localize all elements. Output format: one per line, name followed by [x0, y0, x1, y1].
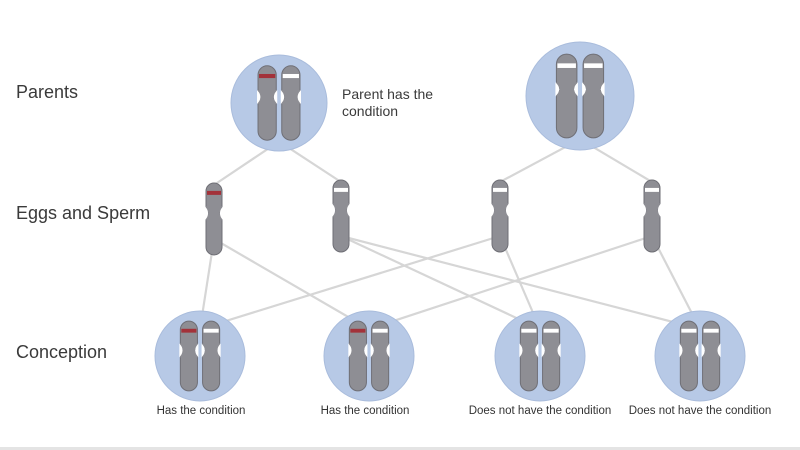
inheritance-link [368, 234, 653, 331]
cell-circle [230, 54, 328, 152]
normal-gene-band [681, 328, 697, 333]
row-label-eggs-and-sperm: Eggs and Sperm [16, 203, 151, 223]
row-label-parents: Parents [16, 82, 79, 102]
offspring-cell [154, 310, 246, 402]
normal-gene-band [645, 187, 659, 192]
normal-gene-band [203, 328, 219, 333]
chromosome [679, 320, 699, 392]
chromosome [257, 65, 278, 141]
affected-gene-band [181, 328, 197, 333]
chromosome [179, 320, 199, 392]
affected-gene-band [350, 328, 366, 333]
offspring-cell [494, 310, 586, 402]
chromosome [370, 320, 390, 392]
chromosome [201, 320, 221, 392]
affected-gene-band [207, 190, 221, 195]
offspring-cell [323, 310, 415, 402]
cell-circle [154, 310, 246, 402]
cell-circle [525, 41, 635, 151]
parent-cell [525, 41, 635, 151]
gamete-chromosome [332, 179, 350, 253]
chromosome [348, 320, 368, 392]
cell-circle [494, 310, 586, 402]
parent-cell [230, 54, 328, 152]
row-label-conception: Conception [16, 342, 108, 362]
chromosome [541, 320, 561, 392]
chromosome [582, 53, 605, 139]
gamete-chromosome [205, 182, 223, 256]
affected-gene-band [259, 73, 276, 79]
outcome-caption: Has the condition [156, 405, 246, 417]
inheritance-link [199, 234, 501, 331]
inheritance-links [198, 138, 701, 331]
normal-gene-band [372, 328, 388, 333]
normal-gene-band [493, 187, 507, 192]
normal-gene-band [543, 328, 559, 333]
inheritance-link [213, 238, 370, 330]
offspring-cell [654, 310, 746, 402]
gamete-chromosome [643, 179, 661, 253]
bottom-divider [0, 447, 800, 450]
normal-gene-band [584, 63, 603, 68]
normal-gene-band [521, 328, 537, 333]
normal-gene-band [703, 328, 719, 333]
outcome-caption: Does not have the condition [468, 405, 612, 417]
parent-note: Parent has the condition [342, 86, 434, 119]
outcome-caption: Does not have the condition [628, 405, 772, 417]
normal-gene-band [334, 187, 348, 192]
chromosome [555, 53, 578, 139]
diagram-nodes [154, 41, 746, 402]
gamete-chromosome [491, 179, 509, 253]
cell-circle [323, 310, 415, 402]
normal-gene-band [557, 63, 576, 68]
outcome-caption: Has the condition [320, 405, 410, 417]
chromosome [280, 65, 301, 141]
normal-gene-band [282, 73, 299, 79]
chromosome [701, 320, 721, 392]
cell-circle [654, 310, 746, 402]
inheritance-link [340, 235, 541, 330]
chromosome [519, 320, 539, 392]
